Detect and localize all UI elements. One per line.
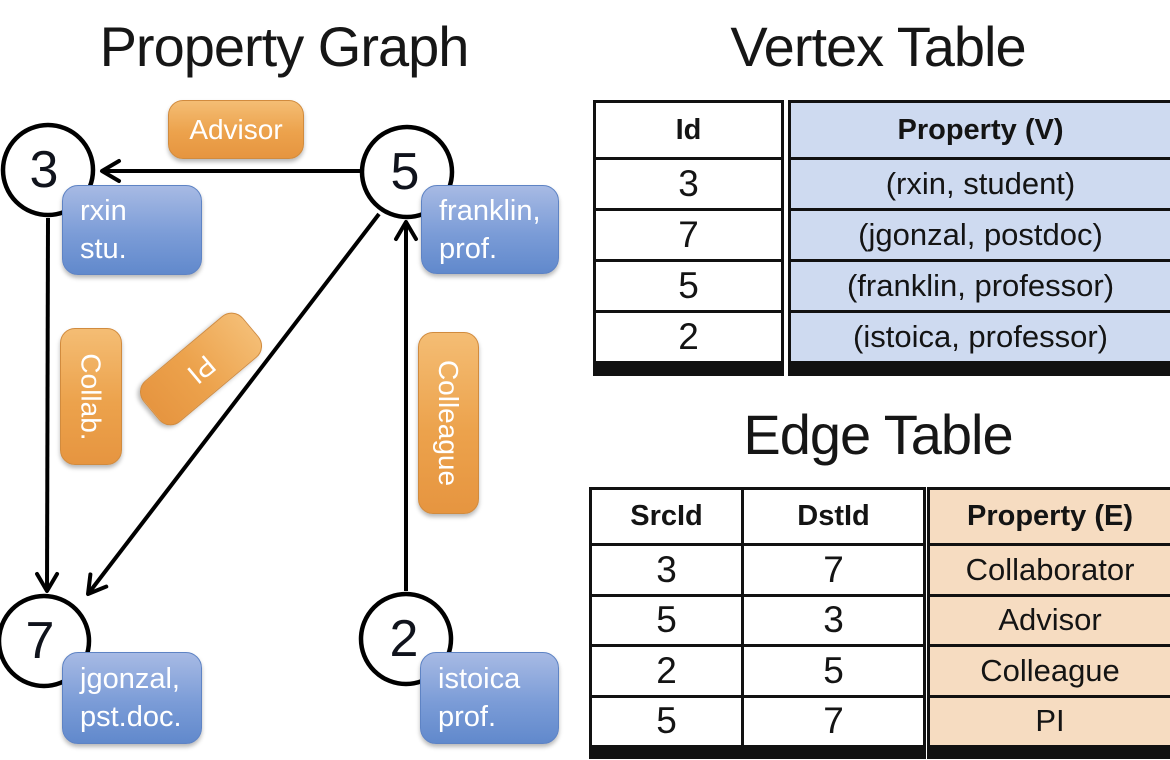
vertex-table-row-property: (istoica, professor) (791, 313, 1170, 361)
edge-label-advisor-text: Advisor (189, 113, 283, 145)
edge-table-property-header: Property (E) (930, 490, 1170, 543)
vertex-property-jgonzal-line2: pst.doc. (80, 701, 182, 733)
vertex-id-2: 2 (389, 610, 419, 668)
property-graph-title: Property Graph (99, 15, 470, 78)
vertex-id-3: 3 (29, 141, 59, 199)
edge-arrow-3-to-7 (35, 217, 60, 593)
edge-table-row-property: Colleague (930, 647, 1170, 695)
vertex-property-franklin: franklin, prof. (421, 185, 559, 274)
vertex-table-property-header: Property (V) (791, 103, 1170, 157)
edge-table-src-dst-columns: SrcId DstId 3 7 5 3 2 5 5 7 (589, 487, 926, 759)
vertex-table-row-property: (franklin, professor) (791, 262, 1170, 310)
edge-table-row-srcid: 2 (592, 647, 741, 695)
vertex-table-id-column: Id 3 7 5 2 (593, 100, 784, 376)
vertex-property-istoica-line2: prof. (438, 701, 497, 733)
vertex-property-istoica: istoica prof. (420, 652, 559, 744)
vertex-table-row-property: (jgonzal, postdoc) (791, 211, 1170, 259)
edge-table-title: Edge Table (743, 403, 1013, 466)
graph-figure (0, 122, 455, 689)
edge-label-collab-text: Collab. (76, 352, 108, 441)
vertex-table-property-column: Property (V) (rxin, student) (jgonzal, p… (788, 100, 1170, 376)
vertex-id-5: 5 (390, 143, 420, 201)
edge-label-colleague-text: Colleague (433, 359, 465, 487)
edge-label-collab: Collab. (60, 328, 122, 465)
vertex-table-row-id: 3 (596, 160, 781, 208)
edge-table-row-property: Collaborator (930, 546, 1170, 594)
vertex-property-jgonzal-line1: jgonzal, (80, 663, 180, 695)
edge-table-row-dstid: 7 (744, 546, 923, 594)
edge-table-row-property: Advisor (930, 596, 1170, 644)
edge-arrow-5-to-7 (86, 212, 381, 596)
edge-label-pi-text: PI (181, 349, 222, 390)
edge-table-row-dstid: 7 (744, 697, 923, 745)
vertex-id-7: 7 (25, 612, 55, 670)
vertex-table-row-id: 2 (596, 313, 781, 361)
edge-label-colleague: Colleague (418, 332, 479, 514)
edge-table-srcid-header: SrcId (592, 490, 741, 543)
vertex-property-rxin-line2: stu. (80, 233, 127, 265)
edge-table-row-property: PI (930, 697, 1170, 745)
vertex-table-title: Vertex Table (730, 15, 1026, 78)
edge-table-property-column: Property (E) Collaborator Advisor Collea… (927, 487, 1170, 759)
vertex-table-row-property: (rxin, student) (791, 160, 1170, 208)
vertex-table-row-id: 5 (596, 262, 781, 310)
vertex-table-row-id: 7 (596, 211, 781, 259)
vertex-property-rxin-line1: rxin (80, 195, 127, 227)
vertex-table-id-header: Id (596, 103, 781, 157)
edge-table-row-dstid: 5 (744, 647, 923, 695)
edge-table-row-srcid: 5 (592, 697, 741, 745)
edge-table-row-srcid: 5 (592, 596, 741, 644)
vertex-property-rxin: rxin stu. (62, 185, 202, 275)
edge-table-dstid-header: DstId (744, 490, 923, 543)
edge-table-row-dstid: 3 (744, 596, 923, 644)
edge-label-advisor: Advisor (168, 100, 304, 159)
vertex-property-franklin-line1: franklin, (439, 194, 541, 227)
vertex-property-franklin-line2: prof. (439, 232, 498, 265)
vertex-property-istoica-line1: istoica (438, 663, 521, 695)
edge-table-row-srcid: 3 (592, 546, 741, 594)
vertex-property-jgonzal: jgonzal, pst.doc. (62, 652, 202, 744)
